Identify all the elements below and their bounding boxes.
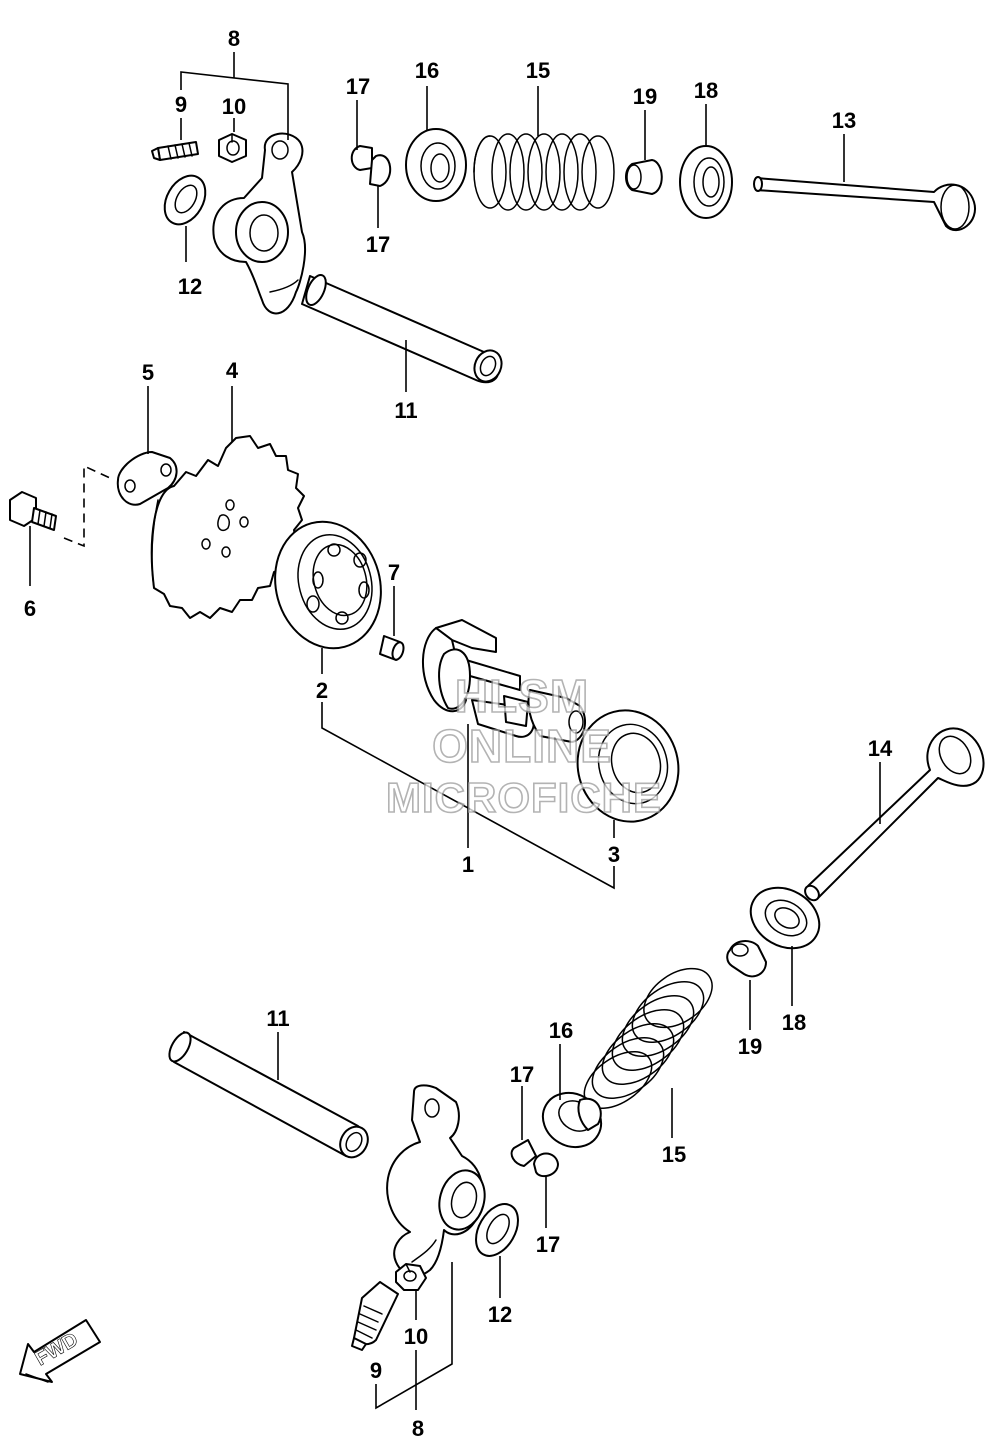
watermark-line-2: ONLINE [432,720,612,772]
camshaft-sprocket [150,435,305,619]
spring-seat-top [679,145,733,219]
forward-arrow: FWD [19,1319,101,1383]
valve-spring-bottom [583,967,713,1110]
callout-14: 14 [868,736,893,761]
exhaust-valve [753,176,977,232]
callout-7: 7 [388,560,400,585]
callout-8-bottom: 8 [412,1416,424,1441]
callout-19-bottom: 19 [738,1034,762,1059]
watermark-line-3: MICROFICHE [386,774,662,821]
callout-2: 2 [316,678,328,703]
spring-seat-bottom [749,886,821,950]
camshaft-bearing-right [576,709,680,823]
adjusting-screw-bottom [351,1281,399,1351]
camshaft-bearing-left [274,520,382,650]
callout-3: 3 [608,842,620,867]
callout-16-top: 16 [415,58,439,83]
callout-labels: 8 9 10 12 17 17 16 15 19 18 13 11 5 4 6 … [24,26,893,1441]
lock-plate [116,451,178,506]
stem-seal-bottom [726,940,767,978]
callout-15-top: 15 [526,58,550,83]
leader-lines [29,52,881,1410]
sprocket-bolt [9,491,57,531]
callout-8-top: 8 [228,26,240,51]
callout-10-bottom: 10 [404,1324,428,1349]
washer-bottom [475,1203,519,1257]
dowel-pin [379,635,405,661]
rocker-arm-bottom [386,1084,486,1277]
callout-4: 4 [226,358,239,383]
intake-valve [804,727,985,902]
rocker-shaft-top [301,274,503,384]
camshaft [422,619,587,743]
callout-12-bottom: 12 [488,1302,512,1327]
valve-cotter-bottom-b [533,1152,559,1178]
callout-17-top-b: 17 [366,232,390,257]
stem-seal-top [625,159,663,195]
callout-9-top: 9 [175,92,187,117]
callout-9-bottom: 9 [370,1358,382,1383]
adjusting-screw-top [151,141,199,161]
watermark-line-1: HLSM [455,670,589,722]
lock-nut-bottom [395,1263,427,1291]
valve-cotter-top-a [350,145,373,171]
rocker-shaft-bottom [168,1031,369,1159]
forward-arrow-icon [19,1319,101,1383]
callout-19-top: 19 [633,84,657,109]
callout-1: 1 [462,852,474,877]
callout-12-top: 12 [178,274,202,299]
callout-13: 13 [832,108,856,133]
lock-nut-top [218,133,247,163]
callout-6: 6 [24,596,36,621]
watermark: HLSM ONLINE MICROFICHE [385,669,662,822]
valve-cotter-top-b [369,154,392,187]
callout-16-bottom: 16 [549,1018,573,1043]
callout-17-bottom-b: 17 [536,1232,560,1257]
spring-retainer-top [405,128,467,202]
washer-top [163,174,207,226]
callout-15-bottom: 15 [662,1142,686,1167]
valve-cotter-bottom-a [510,1139,537,1167]
callout-5: 5 [142,360,154,385]
callout-18-top: 18 [694,78,718,103]
callout-10-top: 10 [222,94,246,119]
callout-17-top-a: 17 [346,74,370,99]
spring-retainer-bottom [541,1091,603,1149]
valve-spring-top [473,133,615,211]
callout-11-bottom: 11 [266,1006,289,1031]
callout-11-top: 11 [394,398,417,423]
callout-17-bottom-a: 17 [510,1062,534,1087]
rocker-arm-top [212,132,306,315]
callout-18-bottom: 18 [782,1010,806,1035]
